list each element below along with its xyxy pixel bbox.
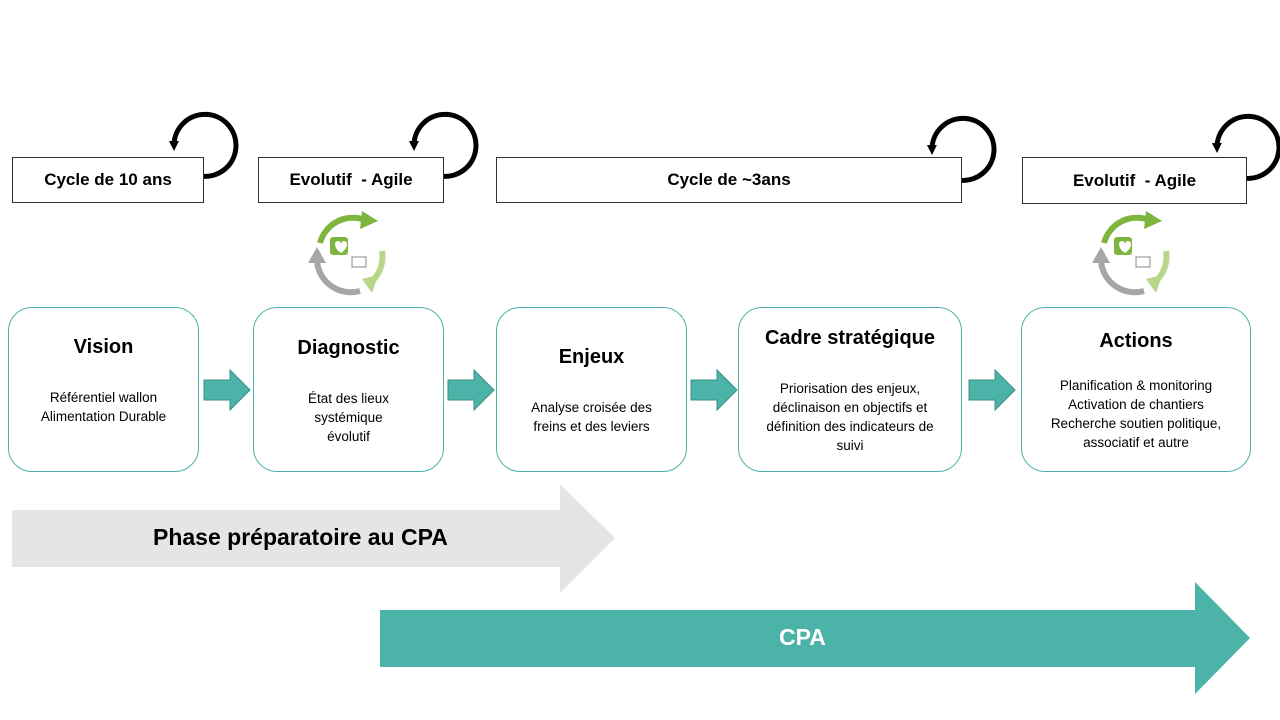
step-arrow-icon (447, 368, 495, 412)
cycle-label-text: Cycle de ~3ans (667, 170, 791, 189)
stage-desc-line: définition des indicateurs de (766, 419, 934, 434)
cycle-label-text: Evolutif - Agile (1072, 170, 1197, 190)
stage-diagnostic: Diagnostic État des lieux systémique évo… (253, 307, 444, 472)
stage-actions: Actions Planification & monitoring Activ… (1021, 307, 1251, 472)
stage-title: Diagnostic (297, 337, 400, 359)
stage-desc-line: freins et des leviers (533, 419, 650, 434)
loop-arrow-icon (408, 111, 479, 179)
agile-cycle-icon (1092, 211, 1170, 296)
stage-desc-line: Priorisation des enjeux, (779, 381, 921, 396)
stage-title: Cadre stratégique (764, 327, 936, 349)
cpa-phase-arrow (380, 582, 1250, 694)
stage-desc-line: évolutif (327, 429, 370, 444)
step-arrow-icon (690, 368, 738, 412)
stage-description: Planification & monitoring Activation de… (1030, 376, 1242, 452)
stage-vision: Vision Référentiel wallon Alimentation D… (8, 307, 199, 472)
stage-desc-line: associatif et autre (1083, 435, 1189, 450)
stage-desc-line: Analyse croisée des (531, 400, 652, 415)
stage-desc-line: déclinaison en objectifs et (772, 400, 928, 415)
loop-arrow-icon (926, 115, 997, 183)
cycle-label-vision: Cycle de 10 ans (12, 157, 204, 203)
stage-title: Actions (1099, 330, 1173, 352)
stage-description: Priorisation des enjeux, déclinaison en … (747, 379, 953, 455)
cycle-label-strategy: Cycle de ~3ans (496, 157, 962, 203)
stage-desc-line: systémique (314, 410, 383, 425)
cycle-label-text: Evolutif - Agile (289, 170, 413, 189)
stage-enjeux: Enjeux Analyse croisée des freins et des… (496, 307, 687, 472)
cycle-label-text: Cycle de 10 ans (44, 170, 172, 189)
stage-description: État des lieux systémique évolutif (262, 389, 435, 446)
stage-desc-line: État des lieux (307, 391, 390, 406)
step-arrow-icon (203, 368, 251, 412)
stage-cadre-strategique: Cadre stratégique Priorisation des enjeu… (738, 307, 962, 472)
stage-desc-line: Activation de chantiers (1068, 397, 1204, 412)
stage-desc-line: Recherche soutien politique, (1050, 416, 1222, 431)
stage-desc-line: suivi (836, 438, 864, 453)
loop-arrow-icon (168, 111, 239, 179)
stage-description: Analyse croisée des freins et des levier… (505, 398, 678, 436)
stage-desc-line: Planification & monitoring (1059, 378, 1213, 393)
stage-title: Enjeux (558, 346, 625, 368)
cpa-phase-label: CPA (779, 624, 826, 650)
loop-arrow-icon (1211, 113, 1280, 181)
step-arrow-icon (968, 368, 1016, 412)
stage-desc-line: Alimentation Durable (40, 409, 167, 424)
preparatory-phase-label: Phase préparatoire au CPA (153, 524, 448, 550)
preparatory-phase-arrow (12, 484, 615, 593)
stage-title: Vision (73, 336, 134, 358)
cycle-label-diagnostic: Evolutif - Agile (258, 157, 444, 203)
cycle-label-actions: Evolutif - Agile (1022, 157, 1247, 204)
agile-cycle-icon (308, 211, 386, 296)
stage-description: Référentiel wallon Alimentation Durable (17, 388, 190, 426)
stage-desc-line: Référentiel wallon (49, 390, 158, 405)
